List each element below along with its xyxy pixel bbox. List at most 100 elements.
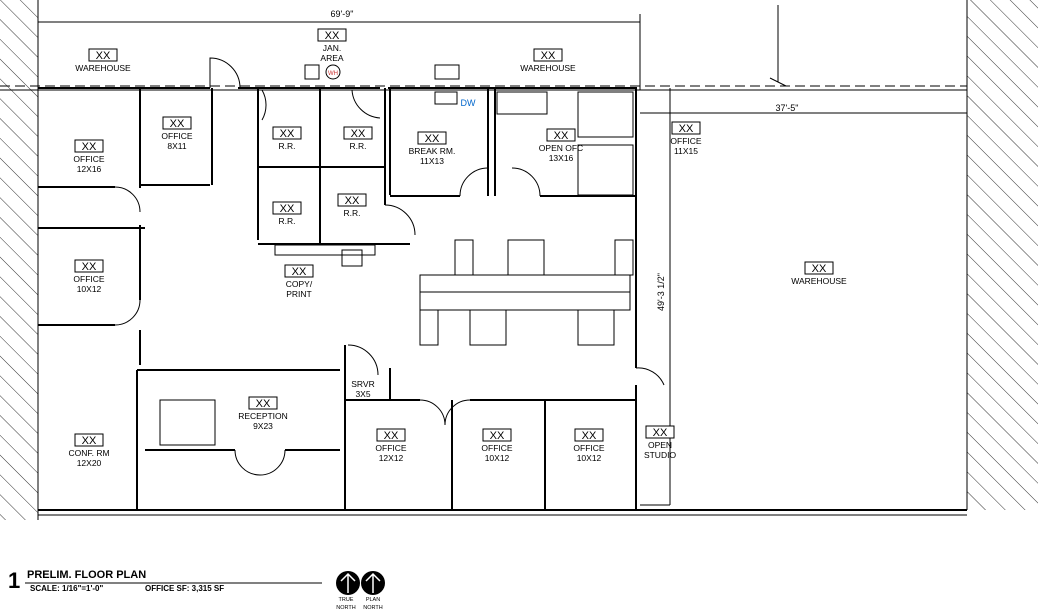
- room-tag: XX: [82, 435, 97, 447]
- room-size: 12X20: [77, 458, 102, 468]
- room-size: 10X12: [485, 453, 510, 463]
- room-name: WAREHOUSE: [75, 63, 131, 73]
- room-name: OFFICE: [73, 274, 104, 284]
- room-tag-box: [645, 425, 675, 439]
- workstations: [159, 91, 634, 446]
- room-size: 12X16: [77, 164, 102, 174]
- room-size: 12X12: [379, 453, 404, 463]
- sink-icon: [434, 91, 458, 105]
- room-tag: XX: [541, 50, 556, 62]
- room-tag: XX: [82, 141, 97, 153]
- room-label: XXR.R.: [272, 201, 302, 226]
- fixtures: WH DW: [274, 64, 476, 267]
- room-name: R.R.: [350, 141, 367, 151]
- room-tag: XX: [280, 128, 295, 140]
- room-tag: XX: [256, 398, 271, 410]
- svg-text:NORTH: NORTH: [363, 605, 382, 611]
- svg-text:1: 1: [8, 568, 20, 593]
- room-name: OFFICE: [375, 443, 406, 453]
- room-tag-box: [248, 396, 278, 410]
- svg-text:OFFICE SF: 3,315 SF: OFFICE SF: 3,315 SF: [145, 584, 224, 593]
- room-size: 10X12: [77, 284, 102, 294]
- room-name: OFFICE: [161, 131, 192, 141]
- room-name: RECEPTION: [238, 411, 288, 421]
- room-name: OPEN OFC: [539, 143, 583, 153]
- water-heater-icon: [325, 64, 341, 80]
- room-tag-box: [88, 48, 118, 62]
- room-name: BREAK RM.: [409, 146, 456, 156]
- appliance-icon: [434, 64, 460, 80]
- room-tag-box: [272, 126, 302, 140]
- room-name: OFFICE: [670, 136, 701, 146]
- room-name: WAREHOUSE: [791, 276, 847, 286]
- room-tag: XX: [554, 130, 569, 142]
- room-tag: XX: [653, 427, 668, 439]
- room-size: 11X13: [420, 156, 444, 166]
- room-tag-box: [574, 428, 604, 442]
- room-name: WAREHOUSE: [520, 63, 576, 73]
- room-tag: XX: [351, 128, 366, 140]
- room-tag: XX: [280, 203, 295, 215]
- room-tag-box: [533, 48, 563, 62]
- svg-text:DW: DW: [461, 98, 476, 108]
- copy-counter: [274, 244, 376, 256]
- room-size: 13X16: [549, 153, 574, 163]
- svg-text:37'-5": 37'-5": [776, 103, 799, 113]
- room-name: R.R.: [279, 216, 296, 226]
- room-name: R.R.: [279, 141, 296, 151]
- room-tag-box: [74, 259, 104, 273]
- svg-text:TRUE: TRUE: [339, 597, 354, 603]
- room-size: 3X5: [355, 389, 370, 399]
- room-size: AREA: [320, 53, 343, 63]
- janitor-sink-icon: [304, 64, 320, 80]
- room-size: PRINT: [286, 289, 312, 299]
- room-name: OFFICE: [481, 443, 512, 453]
- room-name: JAN.: [323, 43, 341, 53]
- left-hatched-wall: [0, 0, 38, 520]
- room-tag-box: [671, 121, 701, 135]
- room-label: XXR.R.: [343, 126, 373, 151]
- doors: [114, 57, 665, 476]
- room-name: COPY/: [286, 279, 313, 289]
- room-tag-box: [284, 264, 314, 278]
- room-tag-box: [317, 28, 347, 42]
- room-size: 11X15: [674, 146, 698, 156]
- svg-text:NORTH: NORTH: [336, 605, 355, 611]
- office-walls: [38, 87, 967, 516]
- room-size: 9X23: [253, 421, 273, 431]
- room-tag-box: [376, 428, 406, 442]
- room-tag: XX: [96, 50, 111, 62]
- svg-text:SCALE: 1/16"=1'-0": SCALE: 1/16"=1'-0": [30, 584, 104, 593]
- room-name: R.R.: [344, 208, 361, 218]
- room-label: XXR.R.: [337, 193, 367, 218]
- room-tag-box: [546, 128, 576, 142]
- room-tag-box: [272, 201, 302, 215]
- room-tag-box: [482, 428, 512, 442]
- room-tag: XX: [812, 263, 827, 275]
- room-name: SRVR: [351, 379, 374, 389]
- room-name: OPEN: [648, 440, 672, 450]
- room-tag-box: [74, 139, 104, 153]
- room-tag: XX: [582, 430, 597, 442]
- right-hatched-wall: [967, 0, 1038, 510]
- room-size: 10X12: [577, 453, 602, 463]
- room-tag: XX: [292, 266, 307, 278]
- svg-text:PLAN: PLAN: [366, 597, 380, 603]
- room-tag: XX: [679, 123, 694, 135]
- copier-icon: [341, 249, 363, 267]
- room-tag-box: [804, 261, 834, 275]
